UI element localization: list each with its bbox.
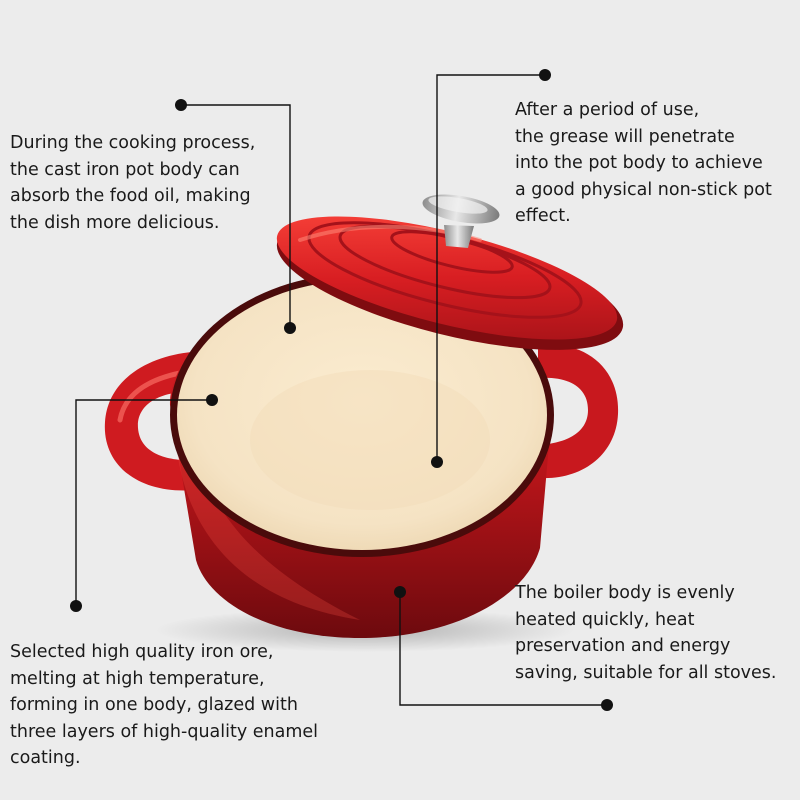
lid-knob	[422, 194, 500, 248]
callout-line: the grease will penetrate	[515, 126, 735, 147]
callout-dot-icon	[70, 600, 82, 612]
callout-line: into the pot body to achieve	[515, 153, 763, 173]
leader-line-heating	[399, 592, 607, 706]
callout-heating: The boiler body is evenly heated quickly…	[515, 580, 776, 686]
callout-line: forming in one body, glazed with	[10, 695, 298, 715]
callout-non-stick: After a period of use, the grease will p…	[515, 97, 772, 230]
callout-line: The boiler body is evenly	[515, 583, 735, 603]
cast-iron-enamel-pot-icon	[104, 194, 624, 638]
leader-line-oil-absorption	[181, 104, 291, 328]
callout-dot-icon	[394, 586, 406, 598]
callout-line: During the cooking process,	[10, 133, 256, 153]
callout-dot-icon	[601, 699, 613, 711]
right-handle	[536, 344, 619, 479]
pot-interior	[177, 280, 547, 550]
callout-line: preservation and energy	[515, 636, 731, 656]
callout-dot-icon	[539, 69, 551, 81]
callout-line: effect.	[515, 206, 571, 226]
leader-dots	[70, 69, 613, 711]
leader-line-non-stick	[436, 74, 545, 462]
leader-lines	[75, 74, 607, 706]
callout-line: melting at high temperature,	[10, 668, 265, 689]
callout-dot-icon	[206, 394, 218, 406]
callout-line: a good physical non-stick pot	[515, 179, 772, 200]
callout-line: saving, suitable for all stoves.	[515, 662, 777, 683]
callout-line: the dish more delicious.	[10, 212, 220, 233]
callout-line: Selected high quality iron ore,	[10, 642, 274, 662]
callout-dot-icon	[175, 99, 187, 111]
callout-dot-icon	[431, 456, 443, 468]
callout-material: Selected high quality iron ore, melting …	[10, 639, 318, 772]
callout-line: After a period of use,	[515, 100, 700, 120]
leader-line-material	[75, 399, 212, 606]
callout-line: heated quickly, heat	[515, 609, 695, 630]
callout-oil-absorption: During the cooking process, the cast iro…	[10, 130, 255, 236]
callout-line: coating.	[10, 748, 81, 768]
callout-line: absorb the food oil, making	[10, 186, 251, 206]
callout-line: three layers of high-quality enamel	[10, 721, 319, 742]
callout-dot-icon	[284, 322, 296, 334]
callout-line: the cast iron pot body can	[10, 159, 240, 180]
